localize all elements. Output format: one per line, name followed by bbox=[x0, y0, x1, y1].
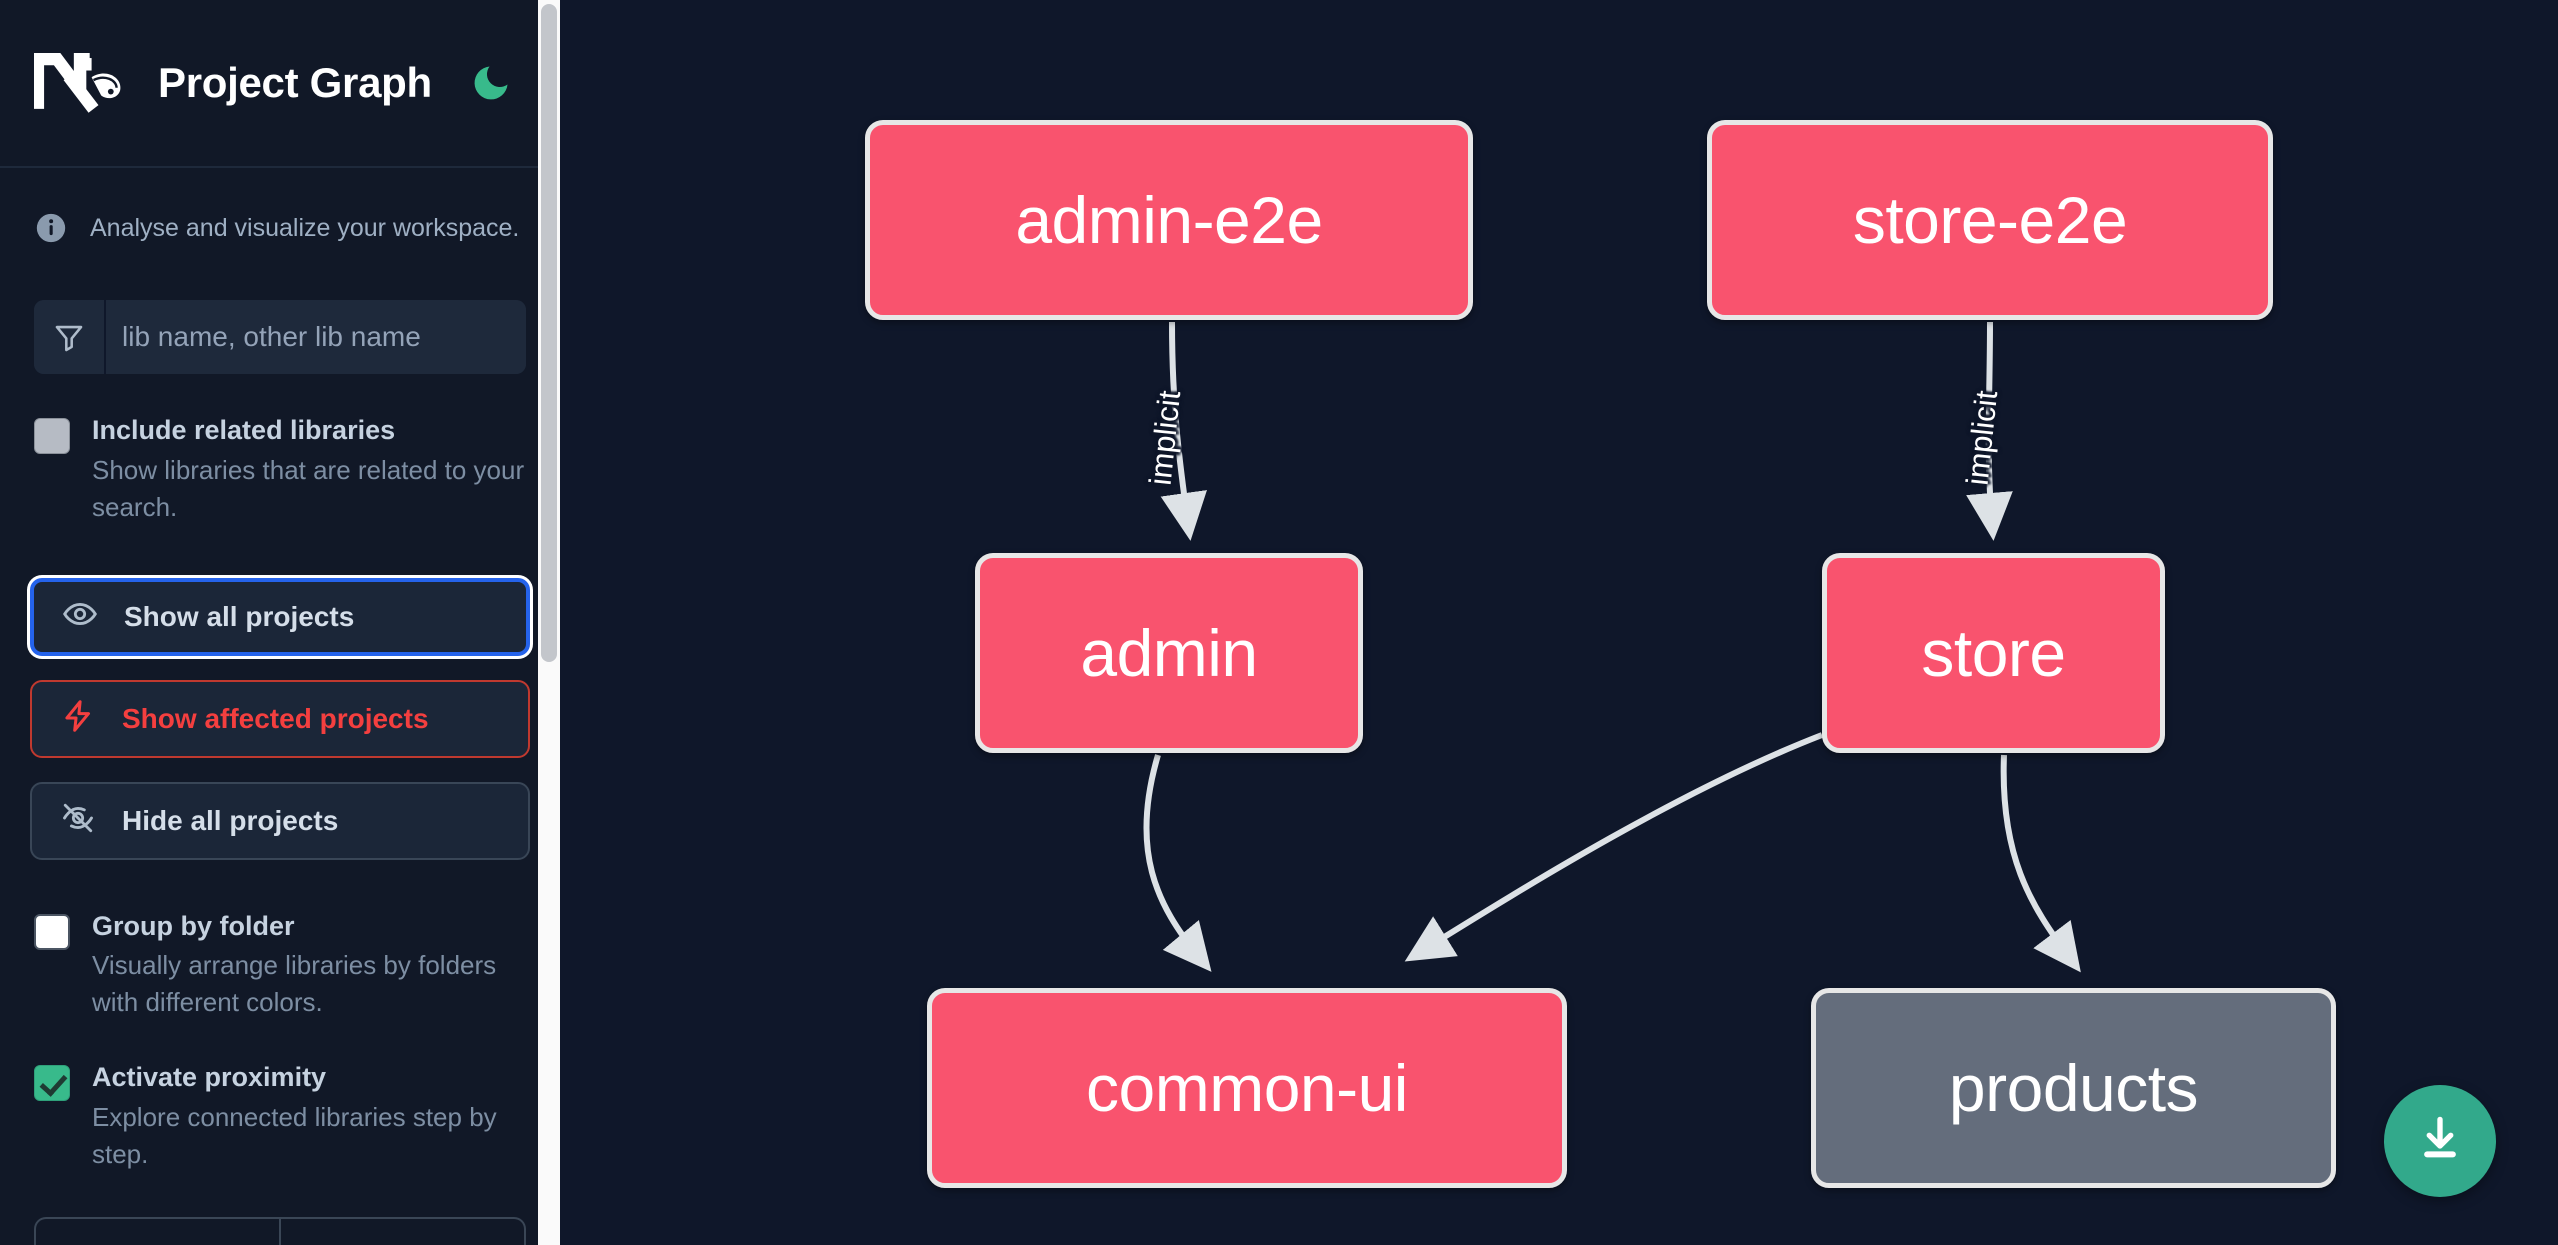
edge-admin-e2e-admin bbox=[1160, 321, 1207, 541]
node-label: admin bbox=[1080, 616, 1258, 690]
bottom-group-segment[interactable] bbox=[36, 1218, 281, 1245]
show-affected-projects-button[interactable]: Show affected projects bbox=[30, 679, 530, 758]
tagline-row: Analyse and visualize your workspace. bbox=[0, 168, 560, 256]
node-label: store bbox=[1921, 616, 2066, 690]
sidebar: Project Graph Analyse and visualize your… bbox=[0, 0, 560, 1245]
sidebar-header: Project Graph bbox=[0, 0, 560, 168]
graph-canvas[interactable]: admin-e2e store-e2e admin store common-u… bbox=[560, 0, 2558, 1245]
page-title: Project Graph bbox=[158, 59, 432, 106]
bottom-button-group-partial[interactable] bbox=[34, 1216, 526, 1245]
group-by-folder-checkbox[interactable] bbox=[34, 913, 70, 950]
option-description: Visually arrange libraries by folders wi… bbox=[92, 950, 497, 1018]
graph-node-products[interactable]: products bbox=[1811, 988, 2336, 1188]
bolt-icon bbox=[60, 698, 96, 739]
node-label: store-e2e bbox=[1852, 183, 2128, 257]
node-label: admin-e2e bbox=[1015, 183, 1323, 257]
graph-node-admin-e2e[interactable]: admin-e2e bbox=[865, 120, 1473, 320]
button-label: Show all projects bbox=[124, 600, 355, 632]
download-icon bbox=[2412, 1111, 2468, 1172]
sidebar-scrollbar-thumb[interactable] bbox=[541, 4, 557, 662]
moon-icon[interactable] bbox=[466, 58, 516, 108]
nx-logo bbox=[31, 52, 130, 113]
edge-admin-common-ui bbox=[1143, 754, 1212, 972]
option-activate-proximity[interactable]: Activate proximity Explore connected lib… bbox=[0, 1061, 560, 1173]
hide-all-projects-button[interactable]: Hide all projects bbox=[30, 781, 530, 860]
sidebar-scrollbar[interactable] bbox=[538, 0, 560, 1245]
button-label: Hide all projects bbox=[122, 804, 339, 836]
tagline-text: Analyse and visualize your workspace. bbox=[90, 213, 520, 242]
option-include-related-libraries[interactable]: Include related libraries Show libraries… bbox=[0, 414, 560, 526]
node-label: common-ui bbox=[1086, 1051, 1408, 1125]
option-group-by-folder[interactable]: Group by folder Visually arrange librari… bbox=[0, 910, 560, 1022]
eye-icon bbox=[62, 596, 98, 637]
visibility-button-group: Show all projects Show affected projects bbox=[30, 577, 530, 860]
search-field[interactable] bbox=[34, 300, 526, 374]
graph-edges bbox=[1143, 321, 2081, 973]
bottom-group-segment[interactable] bbox=[281, 1219, 524, 1245]
edge-store-products bbox=[2000, 754, 2081, 973]
option-label: Include related libraries bbox=[92, 415, 396, 445]
option-description: Show libraries that are related to your … bbox=[92, 454, 525, 522]
show-all-projects-button[interactable]: Show all projects bbox=[30, 577, 530, 656]
button-label: Show affected projects bbox=[122, 702, 429, 734]
graph-node-store-e2e[interactable]: store-e2e bbox=[1707, 120, 2273, 320]
filter-icon bbox=[34, 300, 106, 374]
download-button[interactable] bbox=[2384, 1085, 2496, 1197]
graph-node-store[interactable]: store bbox=[1822, 553, 2165, 753]
graph-node-common-ui[interactable]: common-ui bbox=[927, 988, 1567, 1188]
search-input[interactable] bbox=[106, 300, 526, 374]
graph-node-admin[interactable]: admin bbox=[975, 553, 1363, 753]
option-label: Activate proximity bbox=[92, 1062, 327, 1093]
info-circle-icon bbox=[34, 211, 68, 245]
include-related-libraries-checkbox[interactable] bbox=[34, 418, 70, 454]
option-label: Group by folder bbox=[92, 910, 295, 941]
node-label: products bbox=[1948, 1051, 2199, 1125]
edge-store-e2e-store bbox=[1966, 321, 2013, 541]
edge-store-common-ui bbox=[1404, 732, 1824, 962]
option-description: Explore connected libraries step by step… bbox=[92, 1101, 497, 1169]
activate-proximity-checkbox[interactable] bbox=[34, 1065, 70, 1102]
eye-off-icon bbox=[60, 800, 96, 841]
